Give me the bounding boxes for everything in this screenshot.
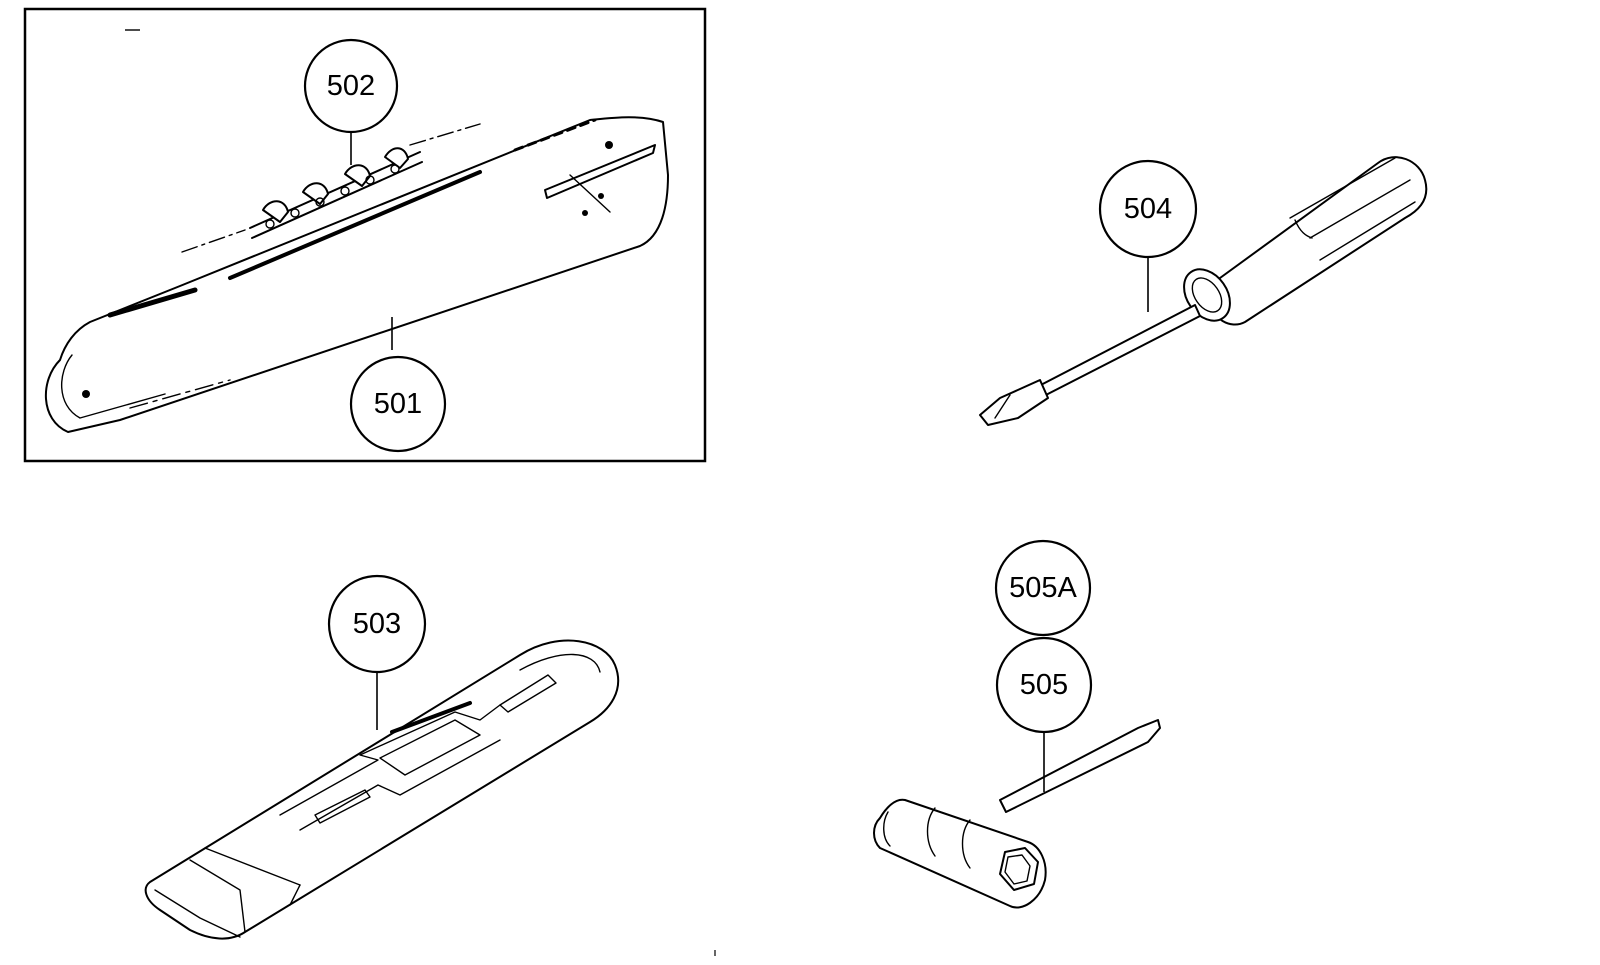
- screwdriver-illustration: [979, 156, 1428, 426]
- callout-label-505A: 505A: [1009, 572, 1077, 604]
- guide-bar-illustration: [45, 116, 669, 433]
- callout-505A: 505A: [994, 539, 1092, 637]
- callout-label-501: 501: [374, 388, 422, 420]
- bar-chain-group: [23, 7, 707, 463]
- callout-label-502: 502: [327, 70, 375, 102]
- callout-505: 505: [995, 636, 1093, 734]
- callout-503: 503: [327, 574, 427, 674]
- saw-chain-illustration: [249, 147, 423, 239]
- callout-502: 502: [303, 38, 399, 134]
- group-frame: [23, 7, 707, 463]
- bar-cover-illustration: [144, 639, 620, 940]
- callout-label-504: 504: [1124, 193, 1172, 225]
- combination-wrench-illustration: [873, 719, 1161, 909]
- callout-504: 504: [1098, 159, 1198, 259]
- callout-label-503: 503: [353, 608, 401, 640]
- callout-501: 501: [349, 355, 447, 453]
- callout-label-505: 505: [1020, 669, 1068, 701]
